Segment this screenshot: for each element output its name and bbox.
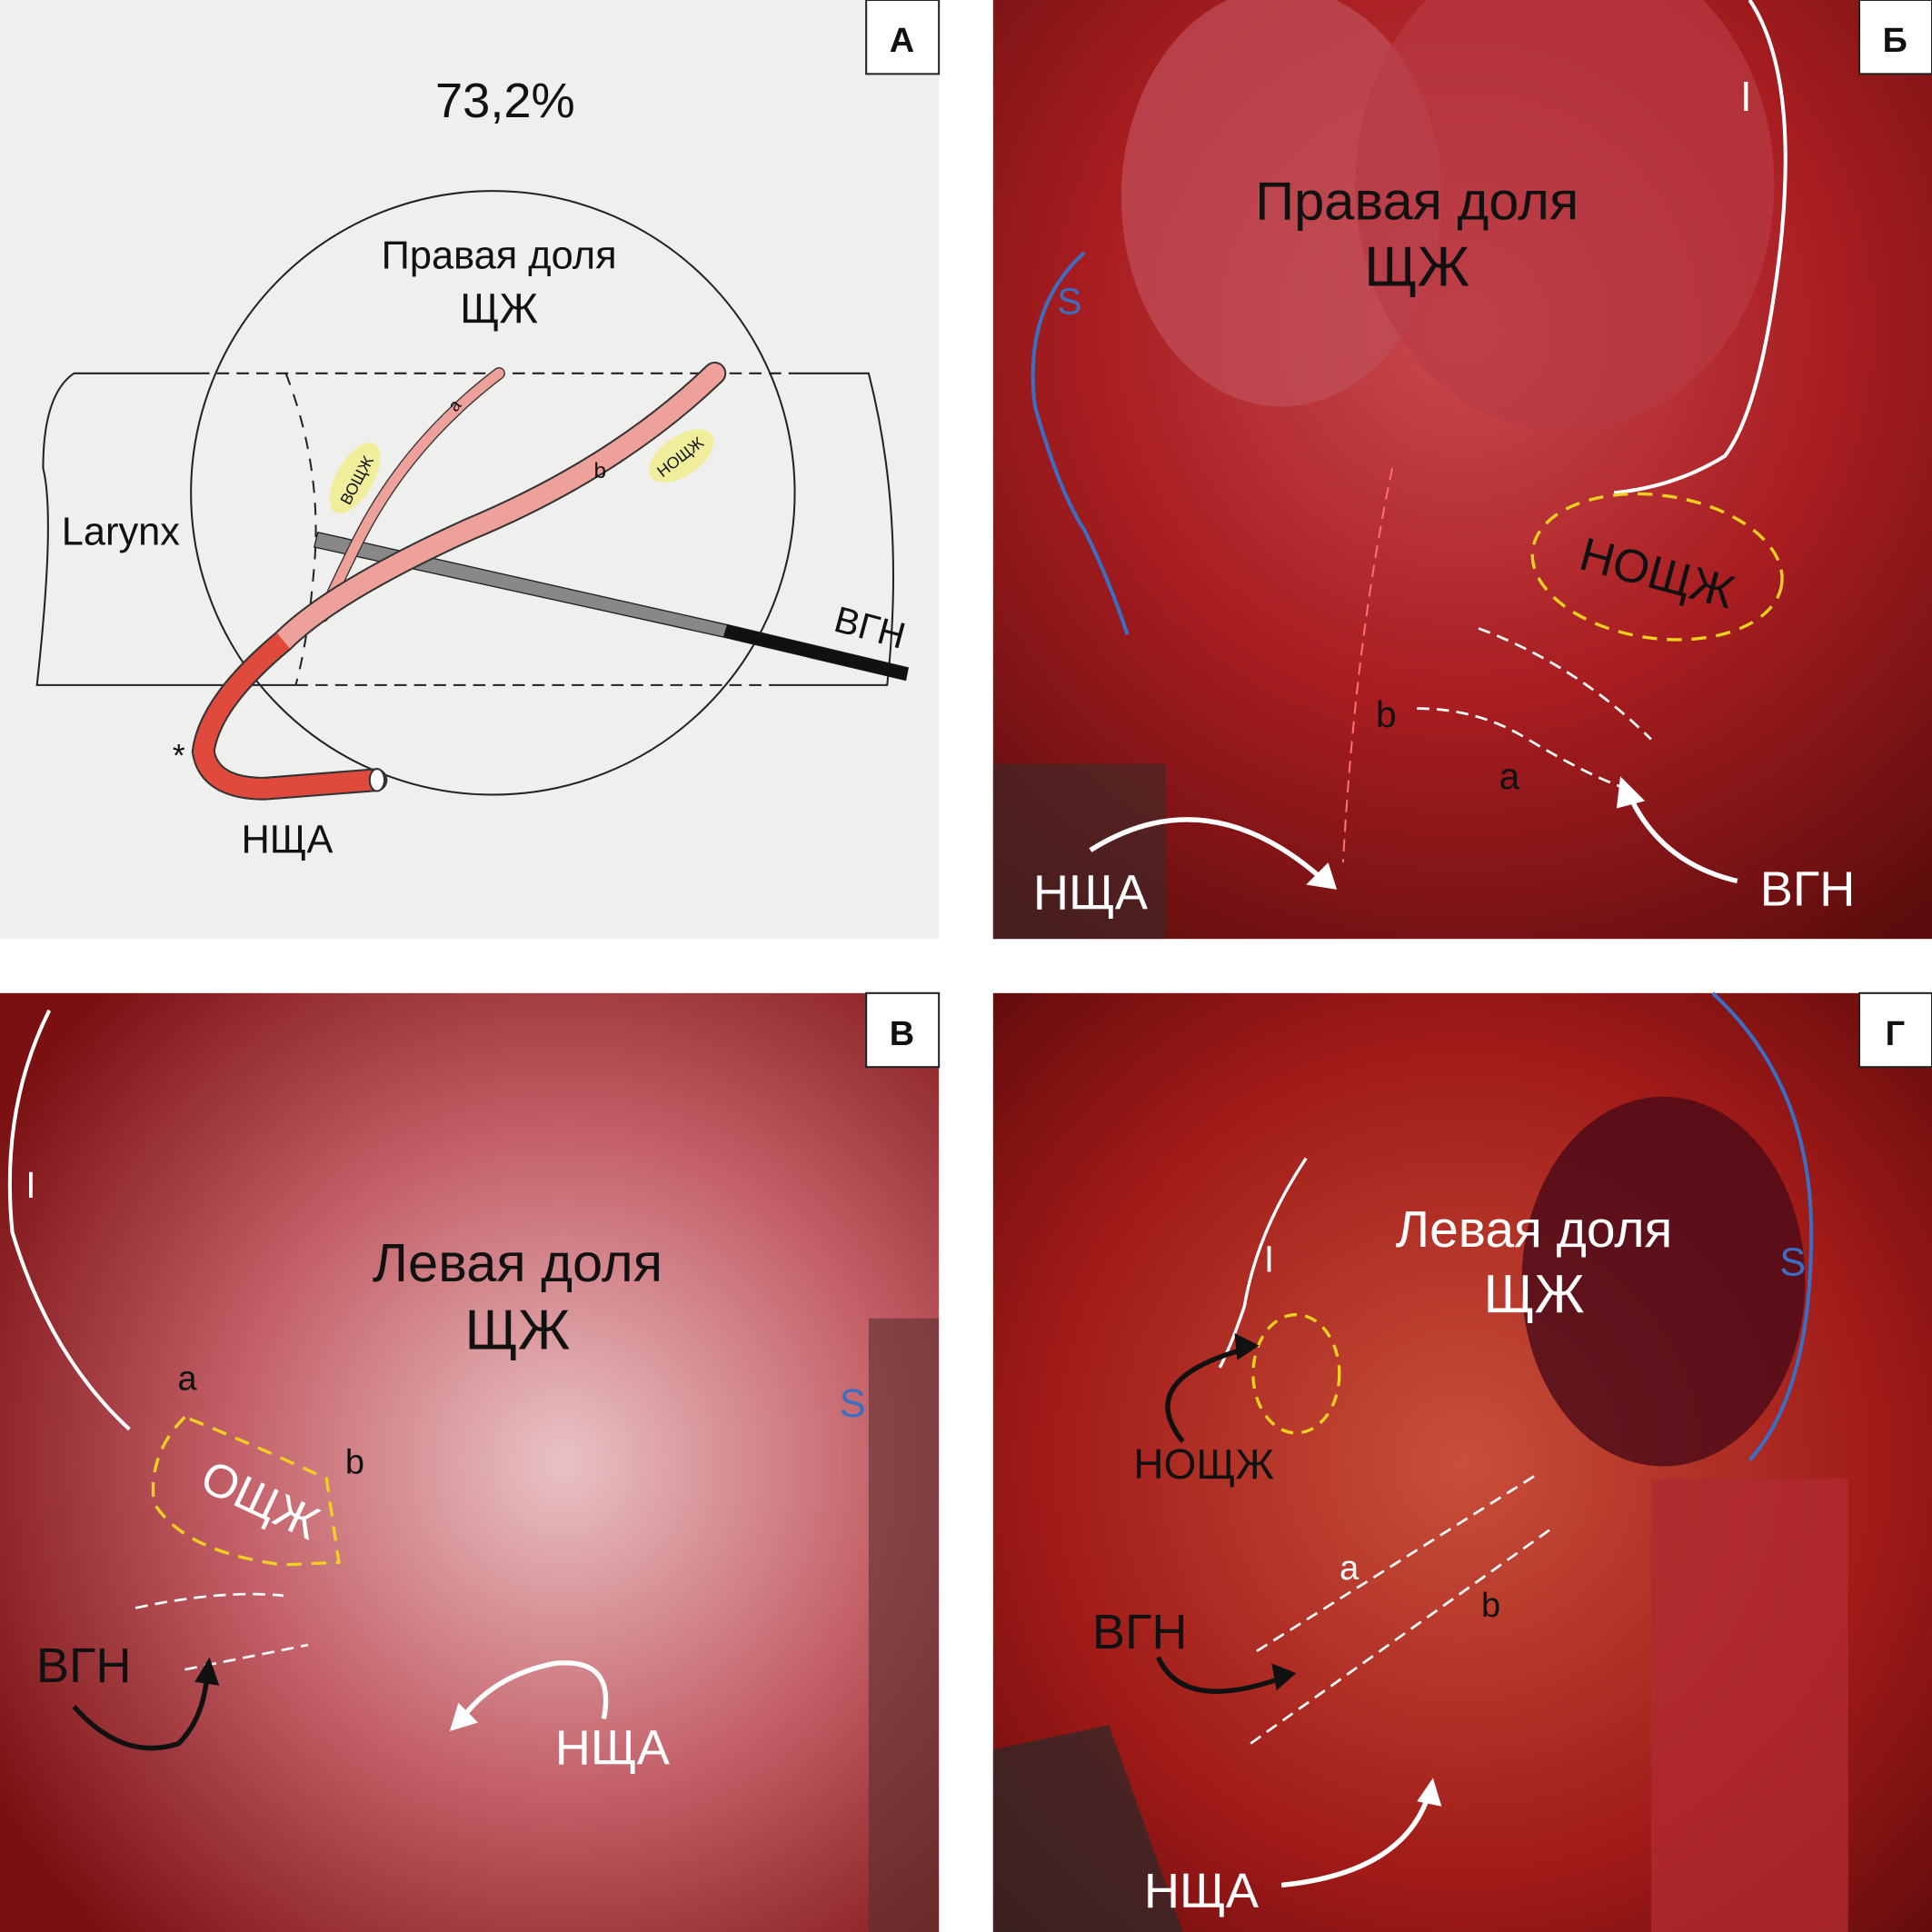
lobe-label: Левая доля <box>1396 1200 1673 1259</box>
artery-label: НЩА <box>241 818 333 861</box>
panel-c-photo: I S Левая доля ЩЖ ОЩЖ a b ВГН НЩА В <box>0 991 941 1932</box>
upper-parathyroid-shape <box>329 443 381 514</box>
gland-label: НОЩЖ <box>1133 1440 1274 1488</box>
artery-arrow-icon <box>1280 1791 1432 1888</box>
artery-arrow-icon <box>1089 817 1327 883</box>
larynx-outline <box>35 372 895 686</box>
lobe-label-2: ЩЖ <box>464 1300 570 1362</box>
branch-b-label: b <box>594 459 607 483</box>
percent-label: 73,2% <box>435 74 575 128</box>
branch-b-label: b <box>345 1444 364 1482</box>
larynx-label: Larynx <box>62 510 181 553</box>
gland-arrow-icon <box>1165 1347 1246 1444</box>
asterisk-marker: * <box>173 738 185 773</box>
nerve-label: ВГН <box>1092 1605 1188 1659</box>
pole-s-line <box>1711 991 1814 1462</box>
artery-branch-b <box>274 363 725 651</box>
lower-parathyroid-shape <box>649 429 714 483</box>
pole-s-label: S <box>1779 1240 1806 1284</box>
nerve-arrow-icon <box>1624 787 1738 884</box>
nerve-arrow-icon <box>72 1675 210 1751</box>
branch-a-label: a <box>178 1359 198 1398</box>
pole-i-label: I <box>25 1164 35 1206</box>
branch-b-label: b <box>1481 1587 1500 1625</box>
branch-a-label: a <box>1499 755 1520 797</box>
lobe-label-2: ЩЖ <box>1364 236 1469 299</box>
panel-letter-b: Б <box>1883 22 1907 60</box>
gland-outline <box>1251 1313 1341 1435</box>
pole-i-line <box>1218 1157 1308 1369</box>
artery-label: НЩА <box>555 1721 671 1776</box>
artery-label: НЩА <box>1033 866 1149 921</box>
panel-letter-c: В <box>890 1015 914 1053</box>
pole-s-line <box>1031 251 1130 635</box>
artery-label: НЩА <box>1144 1864 1260 1918</box>
pole-s-label: S <box>840 1382 866 1426</box>
pole-i-label: I <box>1740 73 1752 120</box>
inferior-thyroid-artery <box>193 632 377 799</box>
lobe-label-2: ЩЖ <box>460 284 538 332</box>
panel-letter-d: Г <box>1886 1015 1906 1053</box>
panel-letter-a: А <box>890 22 914 60</box>
panel-b-photo: НОЩЖ Правая доля ЩЖ S I b a НЩА ВГН Б <box>992 0 1932 940</box>
artery-arrow-icon <box>460 1660 609 1721</box>
nerve-label: ВГН <box>36 1638 132 1693</box>
nerve-label: ВГН <box>1760 862 1856 917</box>
pole-i-label: I <box>1264 1238 1274 1280</box>
thyroid-lobe-outline <box>190 190 796 796</box>
pole-i-line <box>1613 0 1788 495</box>
panel-d-photo: I S Левая доля ЩЖ НОЩЖ a b ВГН НЩА Г <box>992 991 1932 1932</box>
lobe-label: Левая доля <box>373 1232 662 1293</box>
gland-outline <box>1530 492 1784 642</box>
branch-b-label: b <box>1376 693 1397 735</box>
panel-a-diagram: 73,2% Larynx Правая доля ЩЖ ВОЩЖ НОЩЖ ВГ… <box>0 0 941 940</box>
lobe-label: Правая доля <box>382 234 617 278</box>
lobe-label: Правая доля <box>1255 170 1578 231</box>
nerve-arrow-icon <box>1156 1656 1282 1694</box>
pole-i-line <box>7 1009 131 1431</box>
lobe-label-2: ЩЖ <box>1484 1263 1585 1324</box>
gland-outline <box>151 1415 341 1567</box>
pole-s-label: S <box>1057 281 1081 323</box>
branch-a-label: a <box>1339 1549 1359 1588</box>
